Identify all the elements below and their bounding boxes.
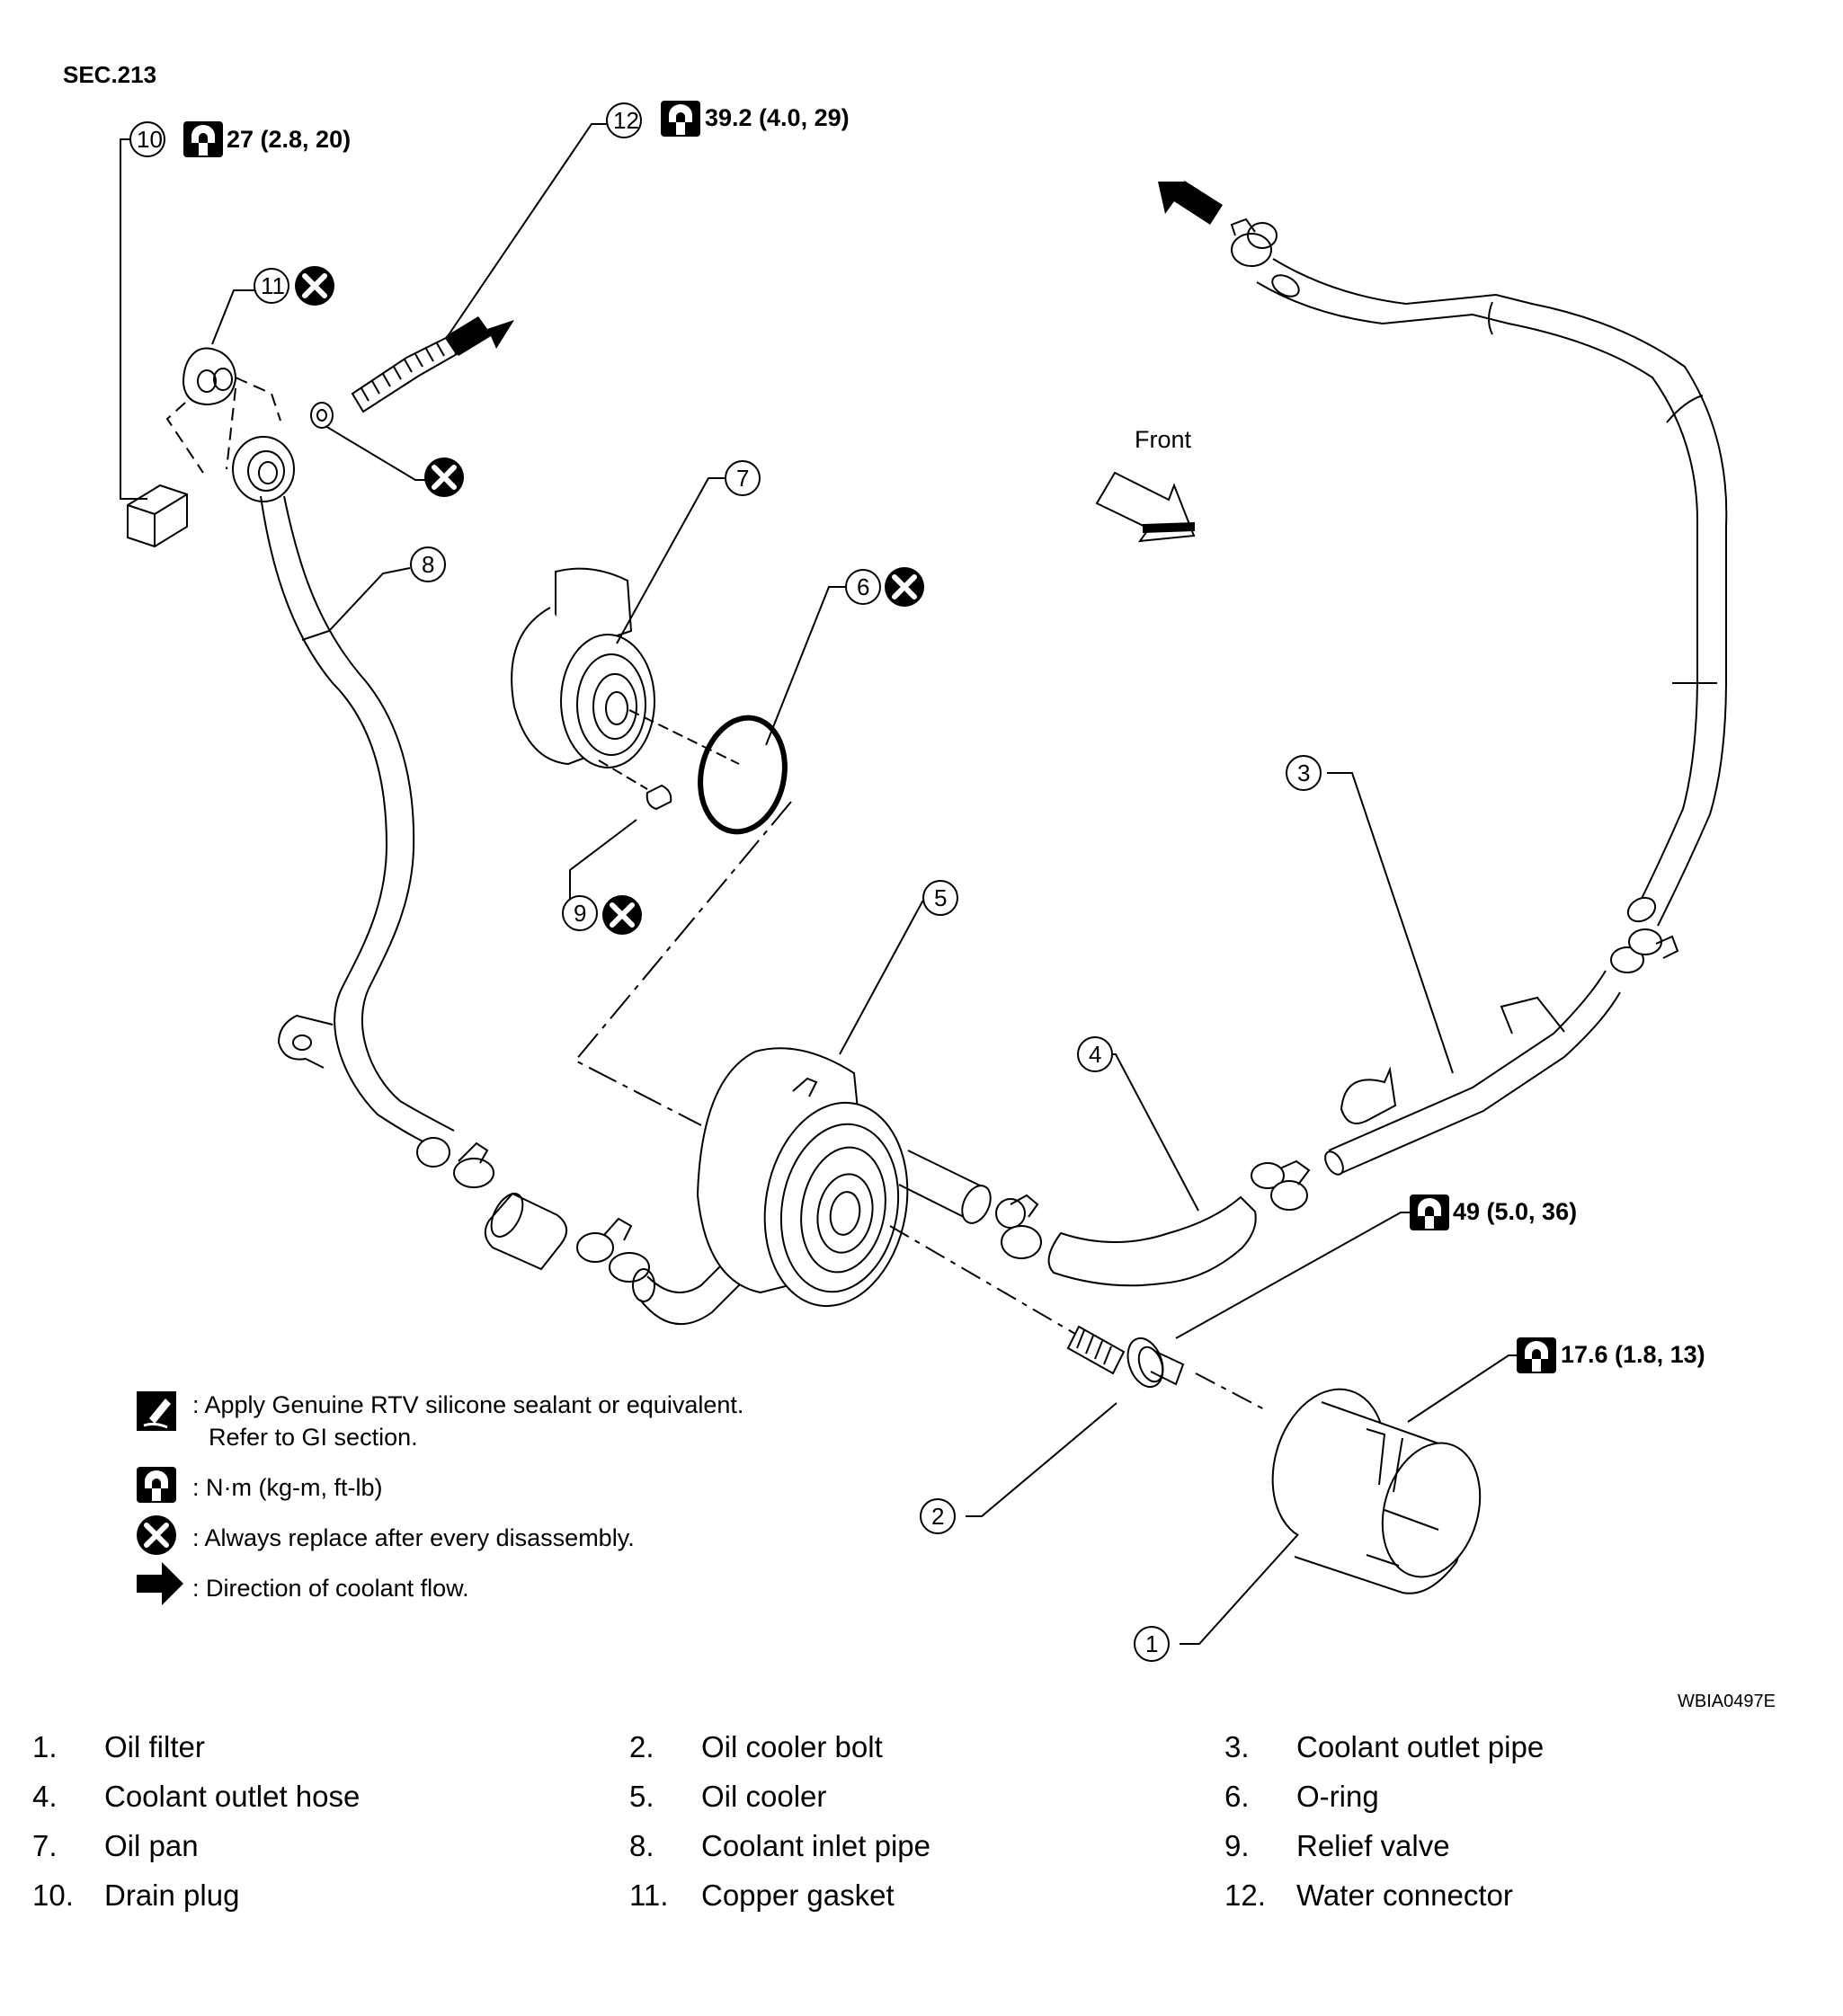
parts-list-item: 9.Relief valve — [1224, 1829, 1450, 1862]
legend-sealant-text-2: Refer to GI section. — [209, 1424, 418, 1451]
flow-arrow-legend-icon — [137, 1562, 183, 1605]
callout-1: 1 — [1145, 1630, 1159, 1657]
torque-icon-oil-filter — [1517, 1337, 1556, 1373]
parts-list-item: 12.Water connector — [1224, 1878, 1513, 1912]
o-ring-drawing — [698, 715, 788, 835]
parts-list-item: 8.Coolant inlet pipe — [629, 1829, 931, 1862]
oil-cooler-bolt-drawing — [1066, 1325, 1185, 1389]
hose-clamp-4 — [1251, 1159, 1311, 1211]
hose-clamp-2 — [576, 1217, 650, 1283]
cooler-inlet-elbow — [632, 1248, 752, 1325]
hose-clamp-top — [1230, 218, 1278, 267]
torque-wrench-legend-icon — [137, 1467, 176, 1503]
parts-list-item: 1.Oil filter — [32, 1730, 205, 1763]
coolant-outlet-pipe-drawing — [1324, 970, 1621, 1176]
callout-2: 2 — [931, 1503, 945, 1530]
parts-list-item: 5.Oil cooler — [629, 1780, 827, 1813]
callout-10: 10 — [137, 126, 163, 153]
callout-5: 5 — [934, 884, 948, 911]
front-direction-arrow-icon — [1095, 471, 1196, 543]
parts-list-item: 10.Drain plug — [32, 1878, 240, 1912]
relief-valve-drawing — [645, 784, 672, 811]
water-connector-drawing — [310, 331, 464, 429]
torque-oil-cooler-bolt: 49 (5.0, 36) — [1453, 1198, 1578, 1225]
banjo-fitting-drawing — [232, 436, 295, 502]
hose-clamp-5 — [1610, 928, 1679, 973]
section-label: SEC.213 — [63, 61, 157, 88]
callout-9: 9 — [574, 900, 587, 927]
callout-circles — [129, 102, 1322, 1662]
oil-cooler-drawing — [696, 1047, 909, 1308]
parts-list-item: 3.Coolant outlet pipe — [1224, 1730, 1545, 1763]
torque-icon-oil-cooler-bolt — [1410, 1195, 1449, 1230]
flow-arrow-out-icon — [1158, 180, 1223, 225]
parts-list-item: 11.Copper gasket — [629, 1878, 895, 1912]
callout-7: 7 — [736, 465, 750, 492]
replace-icon-copper-gasket — [295, 266, 334, 306]
figure-code: WBIA0497E — [1678, 1692, 1776, 1711]
parts-list-item: 4.Coolant outlet hose — [32, 1780, 361, 1813]
coolant-outlet-hose-drawing — [1047, 1195, 1257, 1287]
flow-arrow-in-icon — [446, 316, 514, 356]
replace-icon-o-ring — [885, 567, 924, 607]
parts-list-item: 2.Oil cooler bolt — [629, 1730, 883, 1763]
torque-icon-drain-plug — [183, 121, 223, 157]
oil-filter-drawing — [1271, 1388, 1482, 1594]
parts-list-item: 6.O-ring — [1224, 1780, 1379, 1813]
callout-6: 6 — [857, 573, 870, 600]
front-label: Front — [1135, 426, 1192, 453]
torque-drain-plug: 27 (2.8, 20) — [227, 126, 352, 153]
legend-sealant-text: : Apply Genuine RTV silicone sealant or … — [192, 1391, 744, 1418]
callout-8: 8 — [422, 551, 435, 578]
long-outlet-hose-drawing — [1256, 258, 1728, 927]
callout-leaders — [120, 123, 1518, 1645]
torque-icon-water-connector — [661, 101, 700, 137]
callout-12: 12 — [613, 107, 639, 134]
replace-icon-relief-valve — [602, 895, 642, 935]
legend-torque-text: : N·m (kg-m, ft-lb) — [192, 1474, 383, 1501]
torque-oil-filter: 17.6 (1.8, 13) — [1561, 1341, 1705, 1368]
coolant-inlet-pipe-drawing — [260, 495, 455, 1151]
short-hose-drawing — [484, 1192, 567, 1271]
hose-clamp-inlet — [416, 1137, 494, 1188]
copper-gasket-drawing — [182, 347, 237, 406]
parts-list-item: 7.Oil pan — [32, 1829, 199, 1862]
legend-replace-text: : Always replace after every disassembly… — [192, 1524, 635, 1551]
cooler-outlet-stub — [898, 1150, 992, 1224]
drain-plug-drawing — [127, 484, 188, 548]
oil-pan-drawing — [511, 567, 655, 768]
replace-legend-icon — [137, 1515, 176, 1555]
legend-flow-text: : Direction of coolant flow. — [192, 1575, 469, 1602]
torque-water-connector: 39.2 (4.0, 29) — [705, 104, 850, 131]
sealant-icon — [137, 1391, 176, 1431]
callout-11: 11 — [261, 272, 285, 299]
callout-3: 3 — [1297, 759, 1311, 786]
hose-clamp-3 — [995, 1194, 1042, 1259]
replace-icon-washer — [424, 457, 464, 497]
callout-4: 4 — [1089, 1041, 1102, 1068]
